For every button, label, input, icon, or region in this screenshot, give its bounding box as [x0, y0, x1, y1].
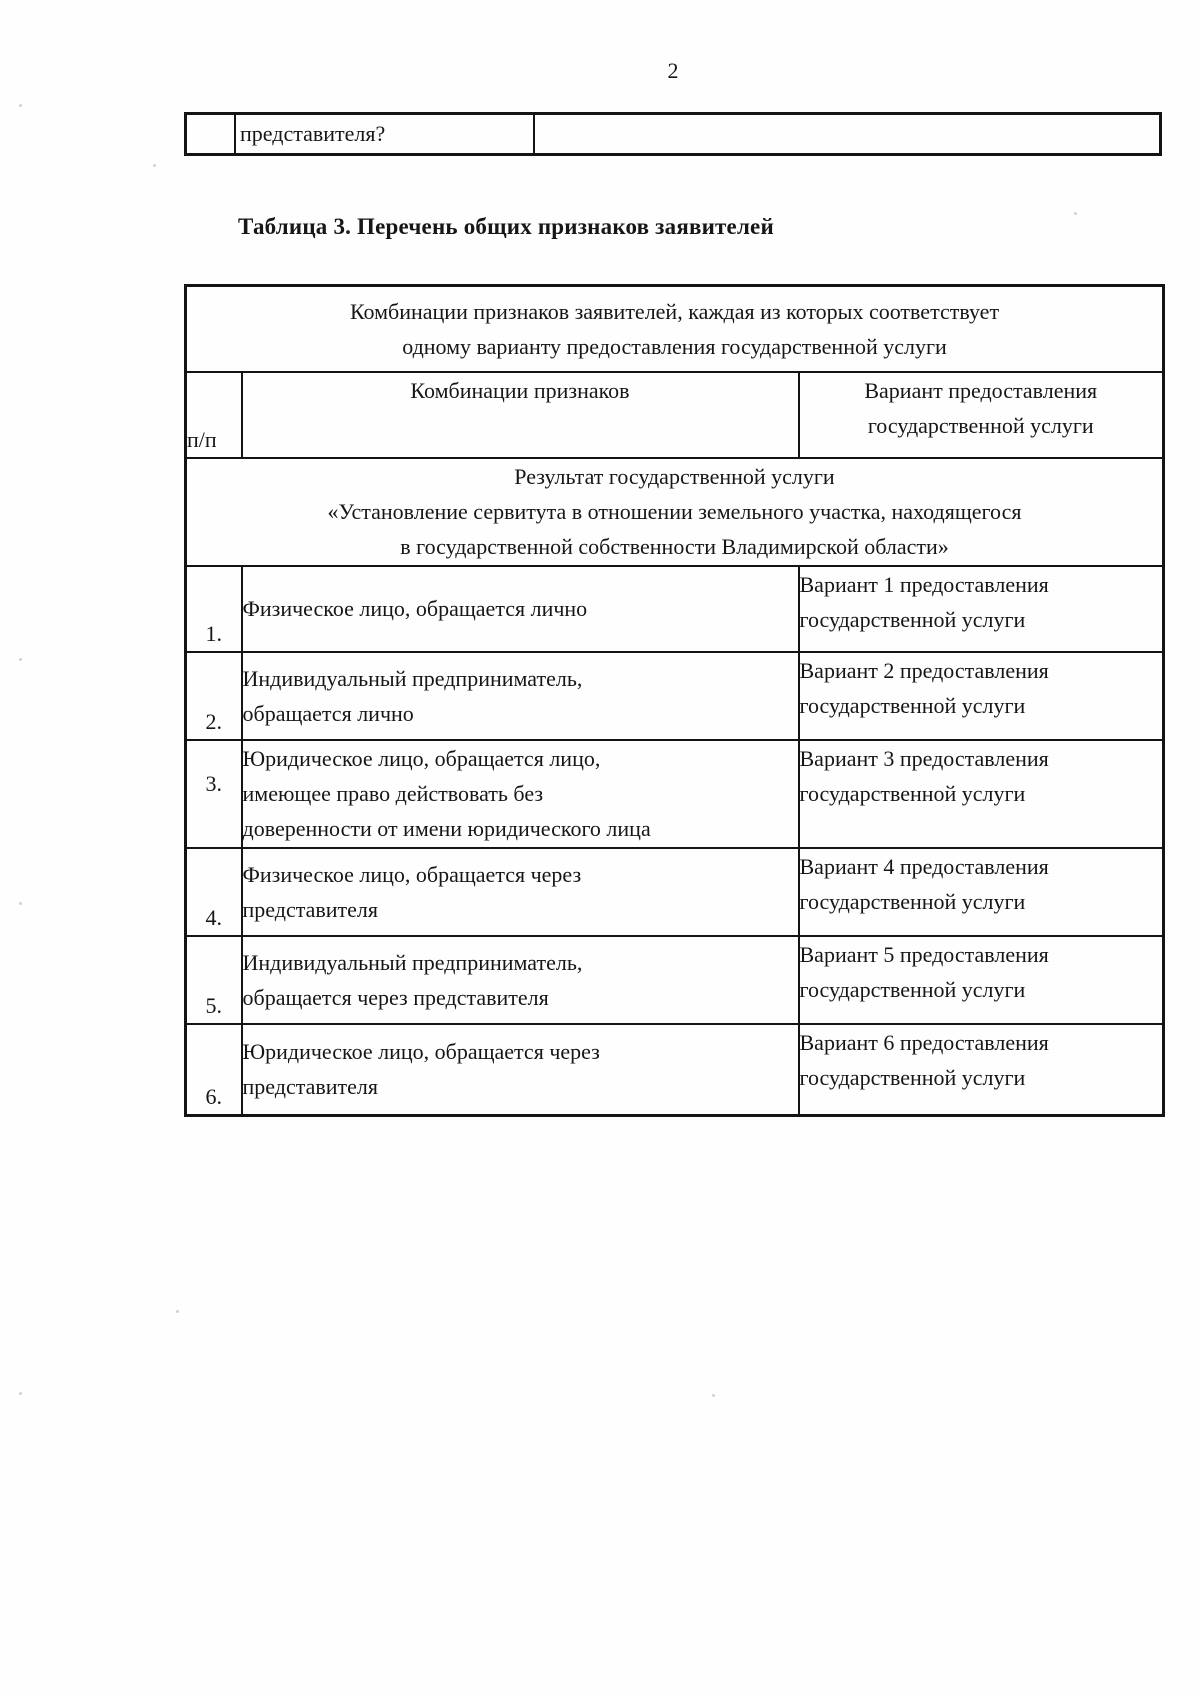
variant-cell: Вариант 3 предоставления государственной…	[797, 738, 1165, 849]
column-header-row: п/п Комбинации признаков Вариант предост…	[184, 370, 1165, 459]
variant-cell: Вариант 6 предоставления государственной…	[797, 1022, 1165, 1117]
fragment-row: представителя?	[184, 112, 1162, 156]
table-row: 3. Юридическое лицо, обращается лицо, им…	[184, 738, 1165, 849]
fragment-cell-right	[533, 112, 1162, 156]
fragment-cell-left	[184, 112, 236, 156]
span-header-cell: Комбинации признаков заявителей, каждая …	[184, 284, 1165, 373]
page-number: 2	[667, 58, 679, 83]
variant-cell: Вариант 2 предоставления государственной…	[797, 650, 1165, 741]
scan-speckle	[712, 1394, 715, 1397]
row-number-cell: 6.	[184, 1022, 243, 1117]
col-header-npp: п/п	[184, 370, 243, 459]
scan-speckle	[19, 104, 22, 107]
combination-cell: Юридическое лицо, обращается лицо, имеющ…	[240, 738, 800, 849]
combination-cell: Индивидуальный предприниматель, обращает…	[240, 934, 800, 1025]
combination-cell: Физическое лицо, обращается через предст…	[240, 846, 800, 937]
variant-cell: Вариант 5 предоставления государственной…	[797, 934, 1165, 1025]
row-number-cell: 4.	[184, 846, 243, 937]
row-number-cell: 5.	[184, 934, 243, 1025]
table-row: 6. Юридическое лицо, обращается через пр…	[184, 1022, 1165, 1117]
table-row: 2. Индивидуальный предприниматель, обращ…	[184, 650, 1165, 741]
col-header-variant: Вариант предоставления государственной у…	[797, 370, 1165, 459]
variant-cell: Вариант 4 предоставления государственной…	[797, 846, 1165, 937]
combination-cell: Физическое лицо, обращается лично	[240, 564, 800, 653]
scan-speckle	[19, 658, 22, 661]
table-row: 4. Физическое лицо, обращается через пре…	[184, 846, 1165, 937]
table-row: 5. Индивидуальный предприниматель, обращ…	[184, 934, 1165, 1025]
service-result-cell: Результат государственной услуги «Устано…	[184, 456, 1165, 567]
combination-cell: Индивидуальный предприниматель, обращает…	[240, 650, 800, 741]
row-number-cell: 1.	[184, 564, 243, 653]
scan-speckle	[153, 164, 156, 167]
previous-page-table-fragment: представителя?	[184, 112, 1162, 156]
table-title: Таблица 3. Перечень общих признаков заяв…	[238, 214, 774, 239]
variant-cell: Вариант 1 предоставления государственной…	[797, 564, 1165, 653]
claimant-attributes-table: Комбинации признаков заявителей, каждая …	[184, 284, 1165, 1117]
scan-speckle	[176, 1310, 179, 1313]
row-number-cell: 3.	[184, 738, 243, 849]
col-header-combinations: Комбинации признаков	[240, 370, 800, 459]
scan-speckle	[19, 902, 22, 905]
service-result-row: Результат государственной услуги «Устано…	[184, 456, 1165, 567]
table-row: 1. Физическое лицо, обращается лично Вар…	[184, 564, 1165, 653]
scan-speckle	[1074, 212, 1077, 215]
combination-cell: Юридическое лицо, обращается через предс…	[240, 1022, 800, 1117]
fragment-cell-text: представителя?	[234, 112, 535, 156]
row-number-cell: 2.	[184, 650, 243, 741]
scan-speckle	[19, 1392, 22, 1395]
table-span-header-row: Комбинации признаков заявителей, каждая …	[184, 284, 1165, 373]
